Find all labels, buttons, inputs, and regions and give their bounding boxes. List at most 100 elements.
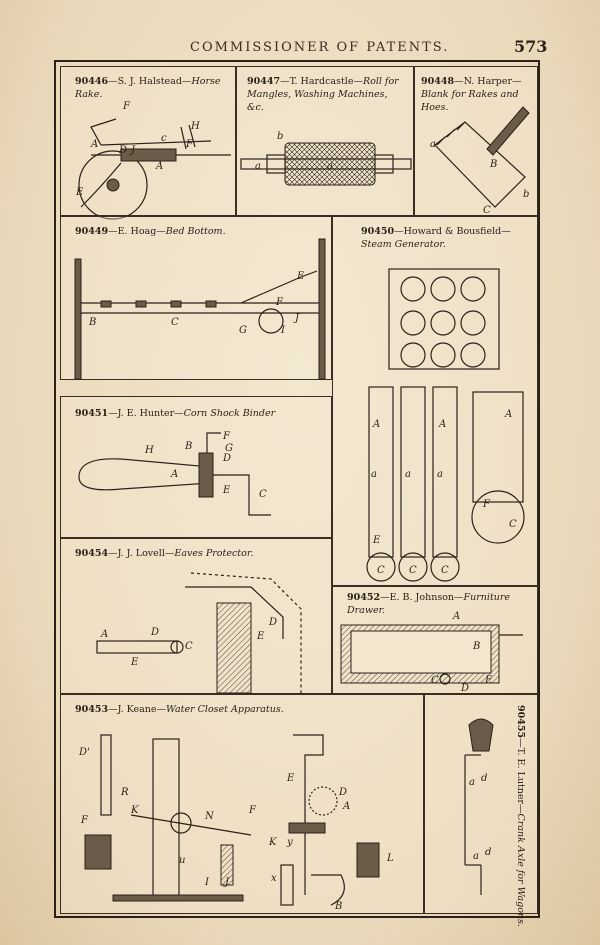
svg-text:u: u: [179, 855, 185, 866]
svg-text:d: d: [481, 773, 487, 784]
figure-furniture-drawer: A B C D E: [340, 611, 523, 694]
svg-text:C: C: [185, 641, 193, 652]
svg-text:A: A: [100, 629, 108, 640]
svg-text:D: D: [222, 453, 231, 464]
svg-text:B: B: [472, 641, 480, 652]
running-head: COMMISSIONER OF PATENTS.: [190, 40, 450, 55]
svg-text:b: b: [277, 131, 283, 142]
svg-text:F: F: [482, 499, 491, 510]
svg-text:I: I: [280, 325, 286, 336]
svg-text:A: A: [504, 409, 512, 420]
svg-text:F: F: [275, 297, 284, 308]
patent-cell-90455: 90455—T. E. Lutner—Crank Axle for Wagons…: [424, 694, 538, 927]
svg-text:F: F: [80, 815, 89, 826]
patent-cell-90451: 90451—J. E. Hunter—Corn Shock Binder H B A…: [60, 396, 332, 538]
svg-text:A: A: [342, 801, 350, 812]
figure-corn-shock-binder: H B A FGD E C: [78, 431, 271, 516]
svg-text:E: E: [286, 773, 295, 784]
svg-text:G: G: [225, 443, 233, 454]
figure-rake-blank: aB Cb: [430, 106, 530, 216]
svg-text:a: a: [327, 161, 333, 172]
svg-text:C: C: [431, 675, 439, 686]
svg-text:a: a: [430, 139, 436, 150]
svg-text:J: J: [129, 145, 136, 156]
patent-caption: 90453—J. Keane—Water Closet Apparatus.: [75, 704, 284, 715]
svg-text:A: A: [452, 611, 460, 622]
svg-text:E: E: [296, 271, 305, 282]
svg-text:G: G: [239, 325, 247, 336]
svg-text:a: a: [469, 777, 475, 788]
svg-text:D: D: [118, 145, 127, 156]
svg-text:d: d: [485, 847, 491, 858]
svg-text:H: H: [190, 121, 200, 132]
svg-text:F: F: [122, 101, 131, 112]
svg-text:B: B: [88, 317, 96, 328]
page-number: 573: [514, 37, 548, 56]
svg-text:a: a: [473, 851, 479, 862]
svg-text:y: y: [286, 837, 293, 848]
patent-cell-90452: 90452—E. B. Johnson—Furniture Drawer. A B…: [332, 586, 538, 694]
svg-text:D: D: [150, 627, 159, 638]
svg-text:A: A: [438, 419, 446, 430]
svg-text:L: L: [386, 853, 394, 864]
svg-text:C: C: [377, 565, 385, 576]
patent-caption: 90446—S. J. Halstead—Horse Rake.: [75, 76, 221, 100]
svg-text:E: E: [130, 657, 139, 668]
svg-text:D': D': [78, 747, 90, 758]
svg-text:E: E: [484, 675, 493, 686]
svg-text:F: F: [222, 431, 231, 442]
svg-text:J: J: [293, 313, 300, 324]
svg-text:B: B: [489, 159, 497, 170]
svg-text:D: D: [338, 787, 347, 798]
patent-caption: 90454—J. J. Lovell—Eaves Protector.: [75, 548, 254, 559]
svg-text:b: b: [523, 189, 529, 200]
svg-text:D: D: [268, 617, 277, 628]
svg-text:C: C: [171, 317, 179, 328]
svg-text:x: x: [271, 873, 277, 884]
patent-caption: 90449—E. Hoag—Bed Bottom.: [75, 226, 226, 237]
svg-text:c: c: [161, 133, 167, 144]
svg-text:A: A: [170, 469, 178, 480]
svg-text:a: a: [255, 161, 261, 172]
patent-caption: 90452—E. B. Johnson—Furniture Drawer.: [347, 592, 511, 616]
svg-text:H: H: [144, 445, 154, 456]
patent-cell-90448: 90448—N. Harper—Blank for Rakes and Hoes…: [414, 66, 538, 216]
svg-text:R: R: [120, 787, 129, 798]
svg-text:B: B: [334, 901, 342, 912]
figure-horse-rake: FHc FJD AEA: [75, 101, 231, 220]
figure-mangle-roll: b a a: [240, 131, 412, 186]
svg-text:C: C: [409, 565, 417, 576]
figure-bed-bottom: B C G I E FJ: [74, 238, 326, 380]
patent-caption: 90448—N. Harper—Blank for Rakes and Hoes…: [421, 76, 522, 113]
svg-text:C: C: [259, 489, 267, 500]
svg-text:A: A: [372, 419, 380, 430]
svg-text:F: F: [185, 139, 194, 150]
svg-text:D: D: [460, 683, 469, 694]
svg-text:N: N: [204, 811, 215, 822]
svg-text:K: K: [268, 837, 277, 848]
patent-cell-90450: 90450—Howard & Bousfield—Steam Generator…: [332, 216, 538, 586]
svg-text:E: E: [256, 631, 265, 642]
svg-text:C: C: [483, 205, 491, 216]
svg-text:A: A: [90, 139, 98, 150]
patent-caption: 90451—J. E. Hunter—Corn Shock Binder: [75, 408, 276, 419]
svg-text:F: F: [248, 805, 257, 816]
svg-text:B: B: [184, 441, 192, 452]
svg-text:E: E: [222, 485, 231, 496]
svg-text:a: a: [437, 469, 443, 480]
svg-text:C: C: [509, 519, 517, 530]
svg-text:a: a: [371, 469, 377, 480]
svg-text:E: E: [372, 535, 381, 546]
patent-cell-90453: 90453—J. Keane—Water Closet Apparatus. D…: [60, 694, 424, 914]
patent-caption: 90447—T. Hardcastle—Roll for Mangles, Wa…: [247, 76, 399, 113]
patent-caption: 90450—Howard & Bousfield—Steam Generator…: [361, 226, 511, 250]
svg-text:A: A: [155, 161, 163, 172]
